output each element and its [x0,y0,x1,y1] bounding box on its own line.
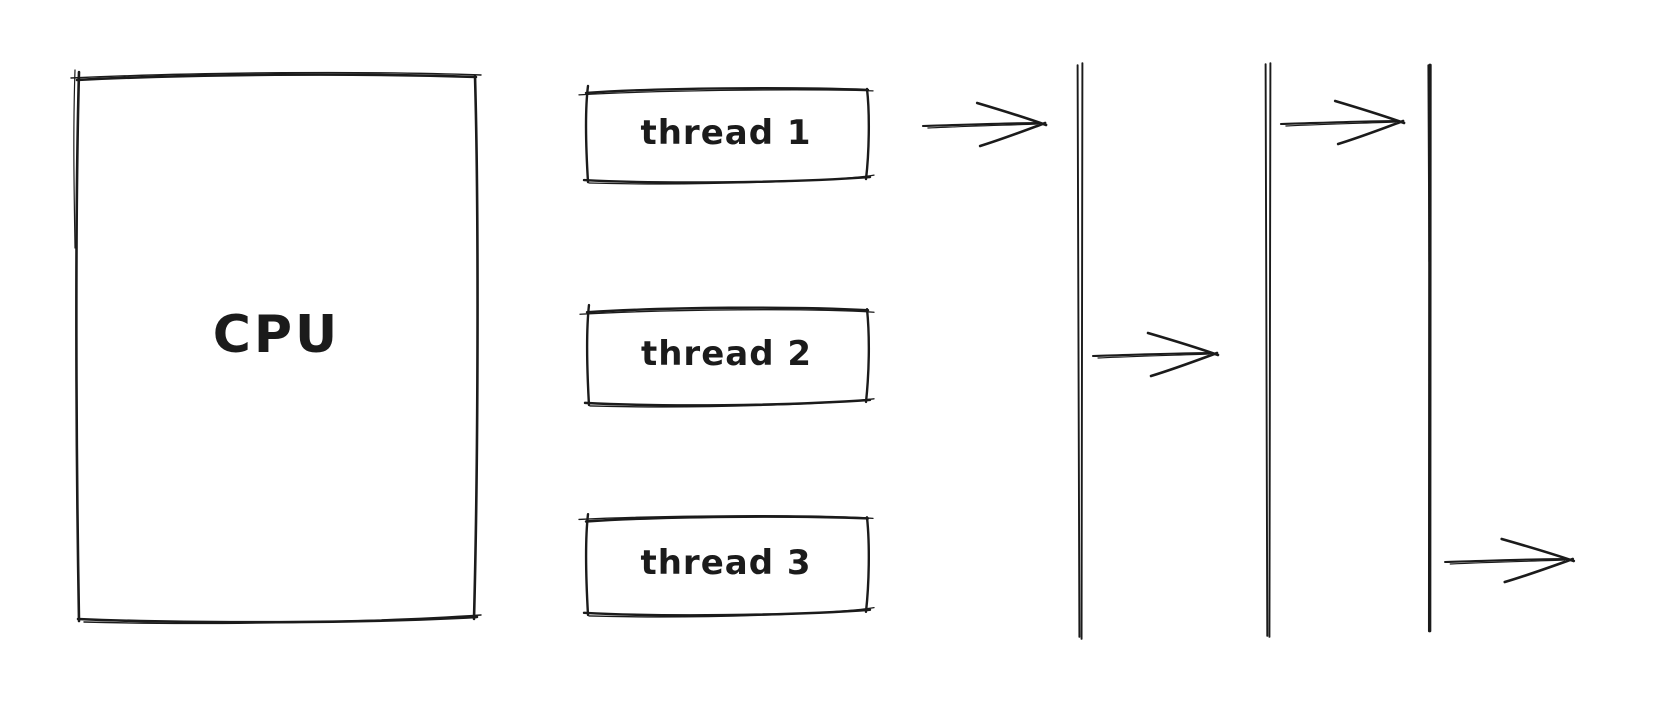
timeline-lane-2 [1264,62,1272,638]
thread-box-3-outline [578,512,875,618]
arrow-lane2-to-lane3 [1279,99,1406,146]
cpu-label: CPU [212,304,341,365]
thread-2-label: thread 2 [640,334,813,374]
arrow-thread1-to-lane1 [921,101,1048,148]
thread-3-label: thread 3 [640,543,812,583]
timeline-lane-1 [1076,62,1084,640]
thread-box-2: thread 2 [578,300,875,408]
arrow-lane3-outward [1444,537,1576,584]
thread-box-1: thread 1 [577,80,875,185]
thread-1-label: thread 1 [640,112,812,153]
cpu-box-outline [70,69,482,625]
arrow-lane1-to-lane2 [1091,331,1220,378]
thread-box-3: thread 3 [577,508,875,618]
timeline-lane-3 [1427,63,1432,633]
cpu-box: CPU [70,68,483,625]
thread-box-1-outline [578,84,875,185]
thread-box-2-outline [579,303,875,408]
